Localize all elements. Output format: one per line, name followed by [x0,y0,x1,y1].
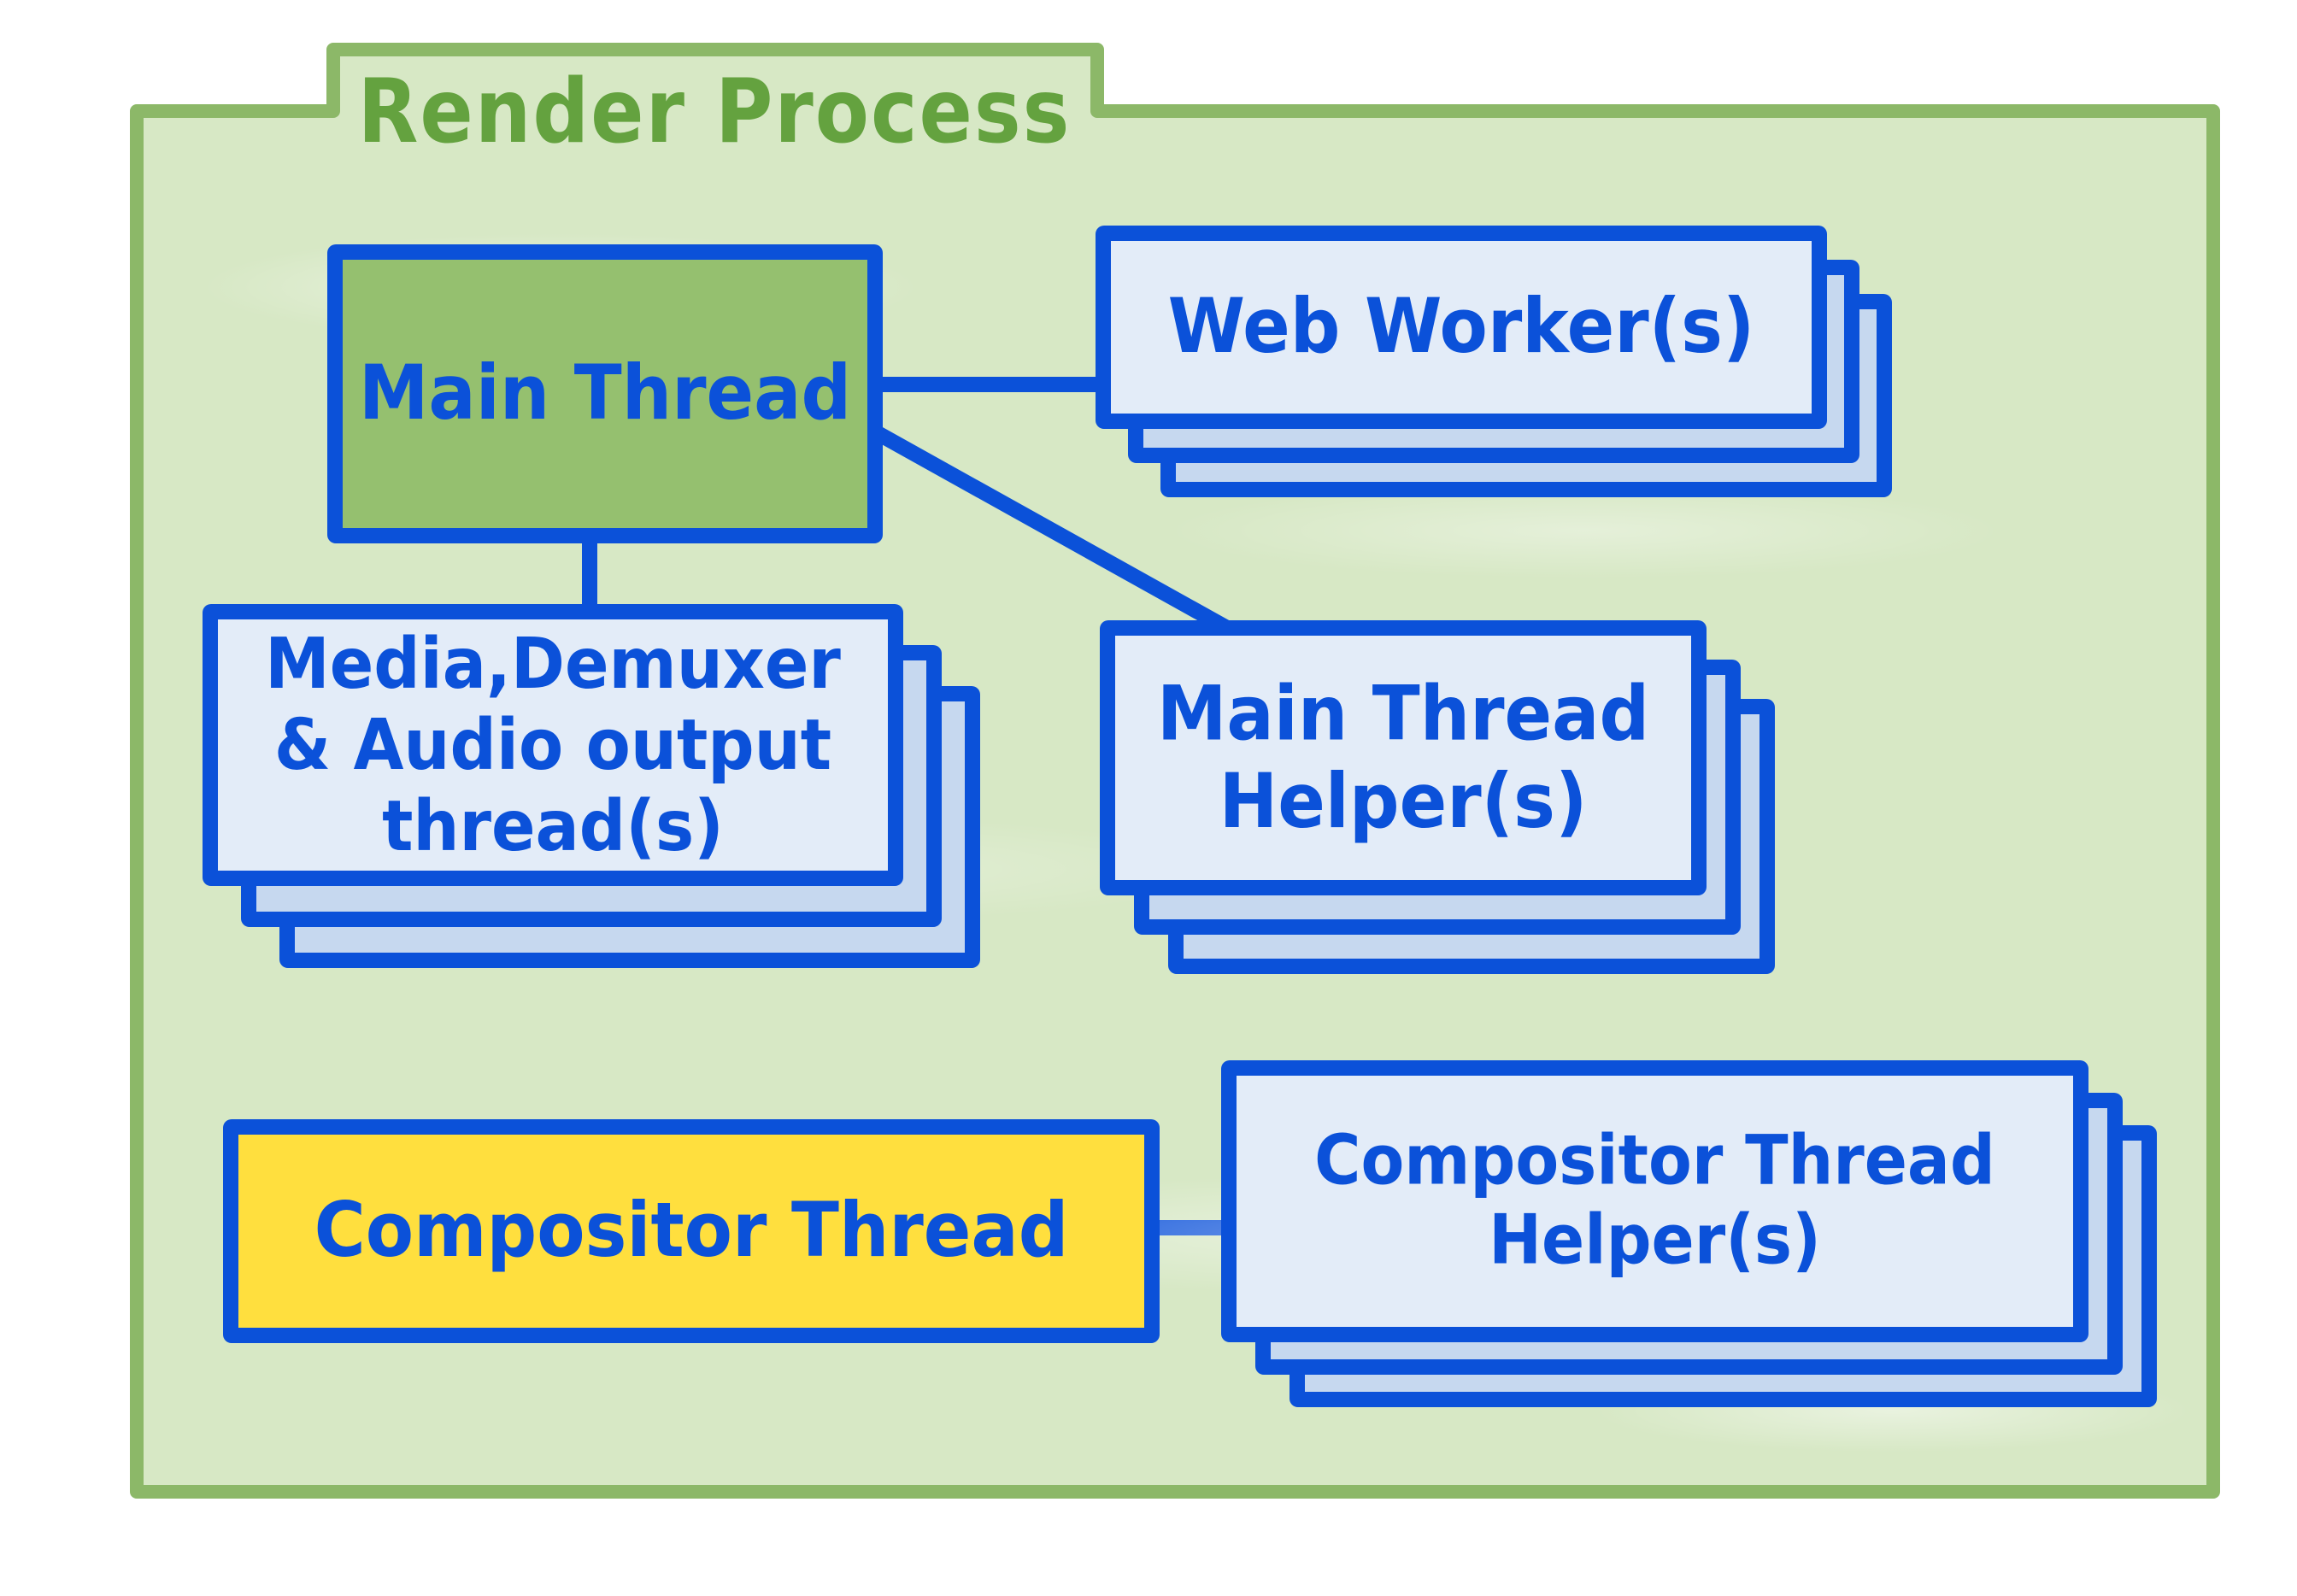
compositor-thread-helpers-label-line-2: Helper(s) [1489,1200,1821,1280]
media-threads-label-line-2: & Audio output [273,703,832,786]
media-threads-label: Media,Demuxer & Audio output thread(s) [265,622,841,867]
compositor-thread-node: Compositor Thread [223,1119,1160,1343]
media-threads-label-line-1: Media,Demuxer [265,622,841,705]
compositor-thread-helpers-label-line-1: Compositor Thread [1314,1121,1995,1201]
media-threads-label-line-3: thread(s) [382,784,724,867]
compositor-thread-helpers-node: Compositor Thread Helper(s) [1221,1060,2157,1407]
main-thread-helpers-label-line-2: Helper(s) [1219,758,1588,846]
main-thread-helpers-label-line-1: Main Thread [1156,670,1650,758]
compositor-thread-label: Compositor Thread [314,1187,1069,1276]
media-threads-card: Media,Demuxer & Audio output thread(s) [203,604,903,886]
main-thread-node: Main Thread [327,244,883,543]
diagram-title: Render Process [357,60,1072,162]
main-thread-helpers-card: Main Thread Helper(s) [1100,620,1707,895]
web-workers-node: Web Worker(s) [1096,226,1892,497]
main-thread-helpers-node: Main Thread Helper(s) [1100,620,1775,974]
compositor-thread-helpers-label: Compositor Thread Helper(s) [1314,1121,1995,1280]
main-thread-label: Main Thread [358,349,852,438]
media-threads-node: Media,Demuxer & Audio output thread(s) [203,604,980,968]
web-workers-card: Web Worker(s) [1096,226,1827,429]
main-thread-helpers-label: Main Thread Helper(s) [1157,670,1649,845]
web-workers-label: Web Worker(s) [1167,283,1755,372]
compositor-thread-helpers-card: Compositor Thread Helper(s) [1221,1060,2088,1342]
